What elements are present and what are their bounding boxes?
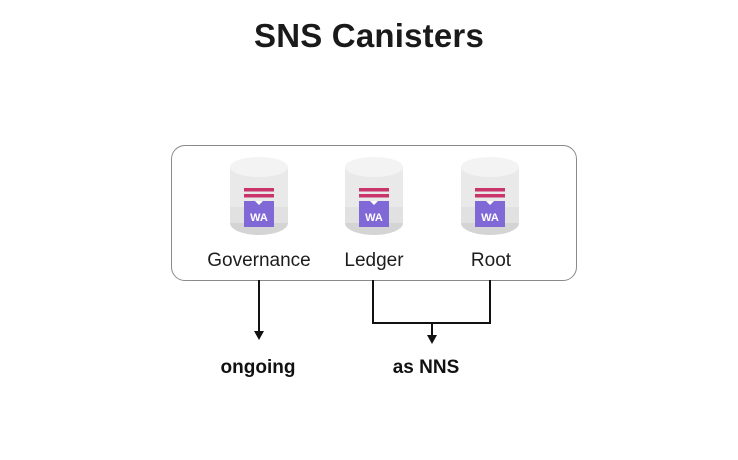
wa-badge-ledger: WA — [365, 212, 383, 224]
ledger-root-arrowhead-icon — [427, 335, 437, 344]
ledger-label: Ledger — [344, 250, 404, 271]
governance-label: Governance — [207, 250, 311, 271]
governance-arrowhead-icon — [254, 331, 264, 340]
ledger-canister-icon: WA — [342, 155, 406, 239]
governance-canister-icon: WA — [227, 155, 291, 239]
root-canister-icon: WA — [458, 155, 522, 239]
ledger-root-bracket — [372, 280, 491, 324]
root-label: Root — [470, 250, 512, 271]
ledger-root-outcome: as NNS — [392, 357, 460, 378]
page-title: SNS Canisters — [253, 17, 485, 54]
wa-badge-governance: WA — [250, 212, 268, 224]
governance-outcome: ongoing — [220, 357, 296, 378]
wa-badge-root: WA — [481, 212, 499, 224]
